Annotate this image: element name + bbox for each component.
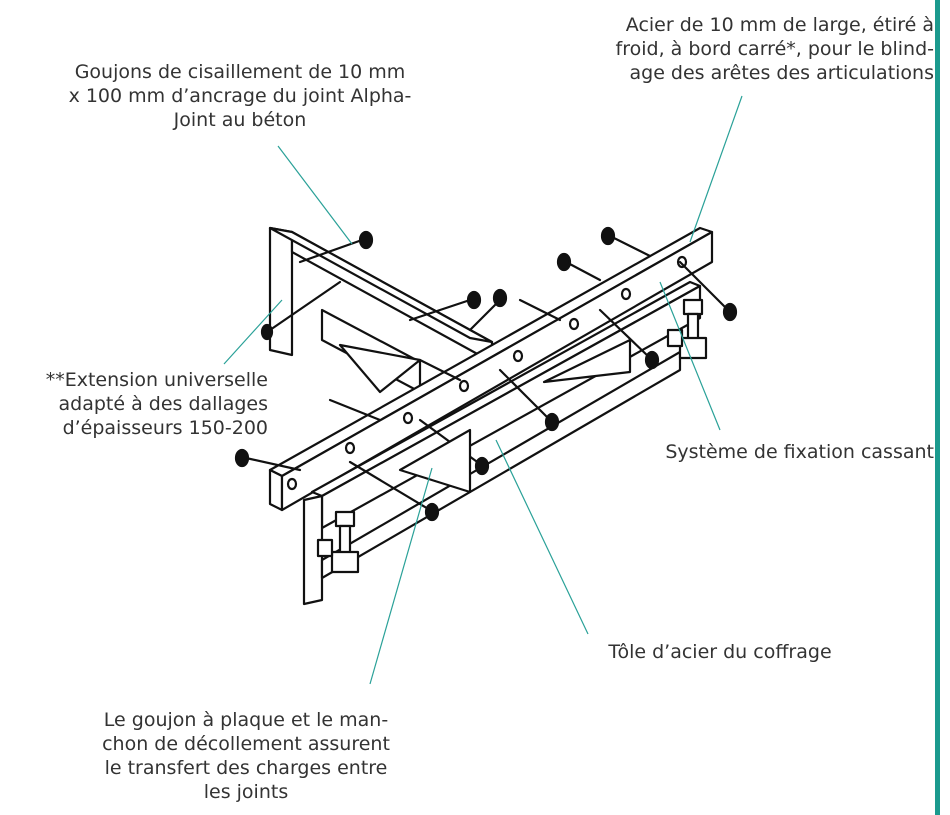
leader-formwork — [495, 439, 589, 635]
label-edge-steel: Acier de 10 mm de large, étiré à froid, … — [615, 14, 934, 84]
leader-edge-steel — [689, 95, 743, 243]
bolt-left — [316, 510, 360, 574]
leader-studs — [277, 145, 353, 245]
front-formwork-plate — [302, 494, 324, 606]
dowel-plate-front — [398, 428, 472, 494]
label-universal-extension: **Extension universelle adapté à des dal… — [45, 369, 268, 439]
back-edge-bar-face — [268, 226, 494, 344]
lower-formwork-strip — [320, 350, 682, 580]
right-edge-accent — [935, 0, 940, 815]
inner-triangle-plate — [338, 343, 422, 394]
label-shear-studs: Goujons de cisaillement de 10 mm x 100 m… — [68, 61, 412, 131]
back-formwork-plate — [268, 226, 294, 357]
label-plate-dowel: Le goujon à plaque et le man- chon de dé… — [102, 709, 390, 803]
second-edge-bar-side — [320, 284, 702, 530]
leader-dowel — [369, 467, 433, 685]
bolt-right — [666, 298, 708, 360]
main-edge-bar-face — [268, 468, 284, 512]
main-edge-bar-side — [280, 230, 714, 512]
dowel-plate-right — [542, 338, 632, 384]
leader-extension — [223, 299, 283, 365]
bar-holes — [286, 255, 688, 491]
leader-fixation — [659, 281, 721, 431]
leader-lines — [223, 95, 743, 685]
label-formwork-plate: Tôle d’acier du coffrage — [608, 641, 832, 663]
front-studs — [234, 226, 738, 522]
back-studs — [260, 230, 508, 341]
label-breakable-fixation: Système de fixation cassant — [665, 441, 934, 463]
